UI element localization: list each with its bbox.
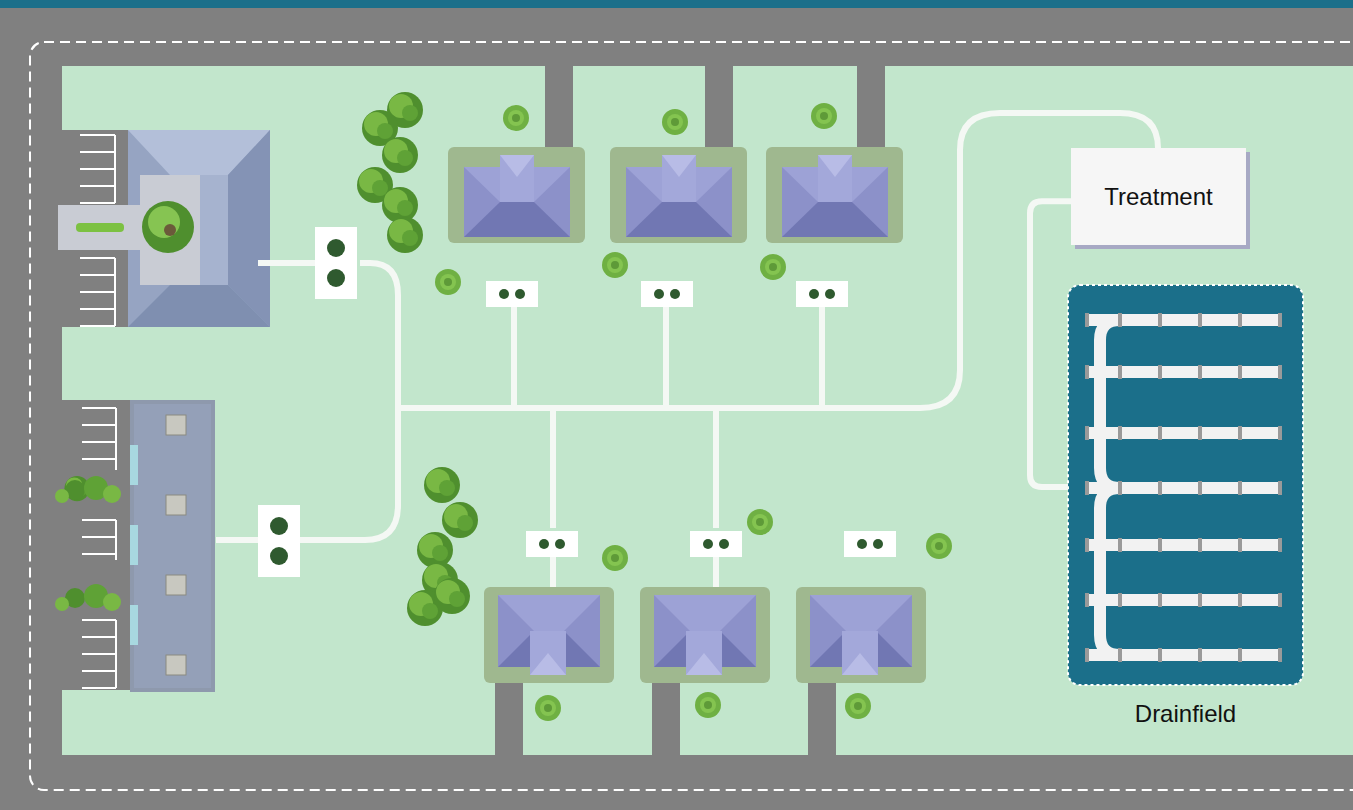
pipe-joint [1198,538,1202,552]
pipe-joint [1118,538,1122,552]
pipe-joint [1158,481,1162,495]
pipe-joint [1198,426,1202,440]
pipe-joint [1278,313,1282,327]
pipe-joint [1278,538,1282,552]
pipe-joint [1238,593,1242,607]
pipe-joint [1278,481,1282,495]
pipe-joint [1158,648,1162,662]
pipe-joint [1238,313,1242,327]
pipe-joint [1085,648,1089,662]
treatment-box: Treatment [1071,148,1246,245]
pipe-joint [1085,481,1089,495]
pipe-joint [1278,426,1282,440]
pipe-joint [1278,593,1282,607]
pipe-joint [1198,313,1202,327]
pipe-joint [1118,593,1122,607]
pipe-joint [1158,538,1162,552]
pipe-joint [1198,365,1202,379]
pipe-joint [1118,481,1122,495]
pipe-joint [1238,648,1242,662]
lateral-pipe [1085,594,1280,606]
lateral-pipe [1085,649,1280,661]
lateral-pipe [1085,482,1280,494]
pipe-joint [1198,481,1202,495]
pipe-joint [1118,426,1122,440]
pipe-joint [1238,481,1242,495]
lateral-pipe [1085,539,1280,551]
pipe-joint [1085,365,1089,379]
pipe-joint [1158,365,1162,379]
drainfield-area: Drainfield [1068,285,1303,685]
pipe-joint [1238,538,1242,552]
pipe-joint [1158,313,1162,327]
pipe-joint [1085,538,1089,552]
pipe-joint [1158,426,1162,440]
pipe-joint [1085,593,1089,607]
pipe-joint [1118,313,1122,327]
pipe-joint [1238,365,1242,379]
lateral-pipe [1085,314,1280,326]
pipe-joint [1085,313,1089,327]
pipe-joint [1085,426,1089,440]
pipe-joint [1198,593,1202,607]
lateral-pipe [1085,427,1280,439]
pipe-connector [1030,201,1071,487]
node-label: Drainfield [1068,700,1303,728]
lateral-pipe [1085,366,1280,378]
pipe-joint [1118,365,1122,379]
pipe-joint [1238,426,1242,440]
pipe-joint [1198,648,1202,662]
node-label: Treatment [1104,183,1212,211]
pipe-joint [1278,648,1282,662]
pipe-joint [1158,593,1162,607]
pipe-joint [1118,648,1122,662]
pipe-joint [1278,365,1282,379]
